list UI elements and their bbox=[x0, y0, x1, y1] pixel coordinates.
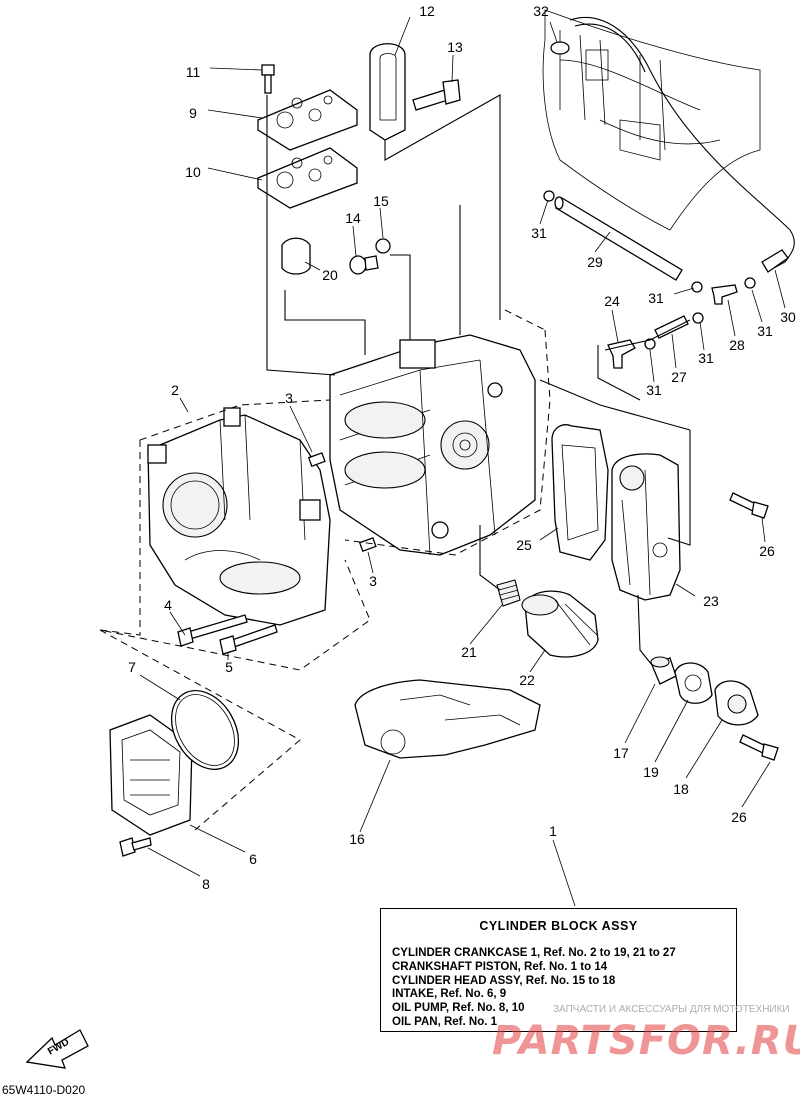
ref-number-28: 28 bbox=[729, 337, 745, 353]
ref-number-32: 32 bbox=[533, 3, 549, 19]
legend-title: CYLINDER BLOCK ASSY bbox=[479, 919, 638, 933]
legend-line: CRANKSHAFT PISTON, Ref. No. 1 to 14 bbox=[392, 960, 608, 973]
guide-lines bbox=[266, 94, 691, 666]
ref-number-13: 13 bbox=[447, 39, 463, 55]
hose-30 bbox=[569, 16, 795, 271]
bolt-26b bbox=[739, 734, 779, 761]
ref-number-11: 11 bbox=[186, 64, 201, 80]
ref-number-25: 25 bbox=[516, 537, 532, 553]
ref-number-23: 23 bbox=[703, 593, 719, 609]
cylinder-block bbox=[329, 334, 536, 556]
cover-23 bbox=[611, 453, 681, 601]
hose-27 bbox=[654, 315, 689, 339]
gasket-19 bbox=[674, 662, 713, 704]
ref-number-31e: 31 bbox=[646, 382, 662, 398]
gasket-25 bbox=[551, 424, 609, 561]
legend-line: CYLINDER CRANKCASE 1, Ref. No. 2 to 19, … bbox=[392, 947, 676, 959]
crankcase-2 bbox=[147, 407, 331, 626]
ref-number-14: 14 bbox=[345, 210, 361, 226]
bolt-4 bbox=[177, 614, 248, 647]
group-outlines bbox=[99, 309, 551, 831]
o-ring-7 bbox=[170, 690, 240, 770]
bolt-26a bbox=[729, 492, 769, 519]
legend-lines: CYLINDER CRANKCASE 1, Ref. No. 2 to 19, … bbox=[392, 947, 676, 1030]
ref-number-10: 10 bbox=[185, 164, 201, 180]
leader-lines bbox=[139, 16, 786, 907]
ref-number-9: 9 bbox=[189, 105, 197, 121]
clips-31 bbox=[543, 190, 756, 350]
thermostat-17 bbox=[650, 656, 677, 685]
legend-line: CYLINDER HEAD ASSY, Ref. No. 15 to 18 bbox=[392, 974, 616, 987]
cover-18 bbox=[714, 680, 759, 726]
ref-number-2: 2 bbox=[171, 382, 179, 398]
bolt-13 bbox=[412, 79, 461, 111]
legend-line: OIL PAN, Ref. No. 1 bbox=[392, 1015, 498, 1028]
joint-24 bbox=[607, 339, 636, 369]
pin-3b bbox=[358, 537, 377, 552]
ref-number-18: 18 bbox=[673, 781, 689, 797]
legend-line: INTAKE, Ref. No. 6, 9 bbox=[392, 988, 507, 1001]
ref-number-24: 24 bbox=[604, 293, 620, 309]
plate-9 bbox=[257, 89, 358, 151]
ref-number-16: 16 bbox=[349, 831, 365, 847]
ref-number-31a: 31 bbox=[531, 225, 547, 241]
plug-14 bbox=[349, 255, 379, 275]
plate-10 bbox=[257, 147, 358, 209]
ref-number-12: 12 bbox=[419, 3, 435, 19]
ref-number-21: 21 bbox=[461, 644, 477, 660]
cowling-outline bbox=[542, 9, 761, 231]
ref-number-3b: 3 bbox=[369, 573, 377, 589]
watermark-logo: PARTSFOR.RU bbox=[492, 1018, 800, 1064]
joint-28 bbox=[711, 284, 738, 305]
ref-number-22: 22 bbox=[519, 672, 535, 688]
ref-number-19: 19 bbox=[643, 764, 659, 780]
bolt-11 bbox=[261, 64, 275, 94]
watermark-tagline: ЗАПЧАСТИ И АКСЕССУАРЫ ДЛЯ МОТОТЕХНИКИ bbox=[553, 1004, 790, 1015]
bolt-8 bbox=[119, 837, 152, 857]
sleeve-20 bbox=[281, 237, 311, 275]
plate-6 bbox=[109, 714, 193, 836]
legend-line: OIL PUMP, Ref. No. 8, 10 bbox=[392, 1002, 525, 1015]
ref-number-27: 27 bbox=[671, 369, 687, 385]
ref-number-8: 8 bbox=[202, 876, 210, 892]
clip-32 bbox=[550, 41, 570, 55]
spring-21 bbox=[496, 579, 521, 607]
oil-filter-22 bbox=[521, 590, 599, 658]
ref-number-26a: 26 bbox=[759, 543, 775, 559]
drawing-code: 65W4110-D020 bbox=[2, 1083, 86, 1097]
bolt-5 bbox=[219, 624, 278, 655]
ref-number-6: 6 bbox=[249, 851, 257, 867]
ref-number-20: 20 bbox=[322, 267, 338, 283]
ref-number-7: 7 bbox=[128, 659, 136, 675]
ref-number-1: 1 bbox=[549, 823, 557, 839]
ref-number-31d: 31 bbox=[698, 350, 714, 366]
ref-number-5: 5 bbox=[225, 659, 233, 675]
fwd-arrow: FWD bbox=[25, 1029, 89, 1069]
ref-number-26b: 26 bbox=[731, 809, 747, 825]
ref-number-15: 15 bbox=[373, 193, 389, 209]
gasket-16 bbox=[354, 679, 541, 759]
hose-30-end bbox=[761, 249, 789, 273]
legend-box: CYLINDER BLOCK ASSY CYLINDER CRANKCASE 1… bbox=[380, 908, 737, 1032]
ref-number-31c: 31 bbox=[757, 323, 773, 339]
ref-number-17: 17 bbox=[613, 745, 629, 761]
hose-29 bbox=[554, 196, 683, 281]
cap-12 bbox=[369, 43, 406, 141]
ref-number-30: 30 bbox=[780, 309, 796, 325]
ref-number-29: 29 bbox=[587, 254, 603, 270]
pin-3a bbox=[307, 452, 326, 467]
washer-15 bbox=[375, 238, 391, 254]
ref-number-31b: 31 bbox=[648, 290, 664, 306]
ref-number-3a: 3 bbox=[285, 390, 293, 406]
ref-number-4: 4 bbox=[164, 597, 172, 613]
